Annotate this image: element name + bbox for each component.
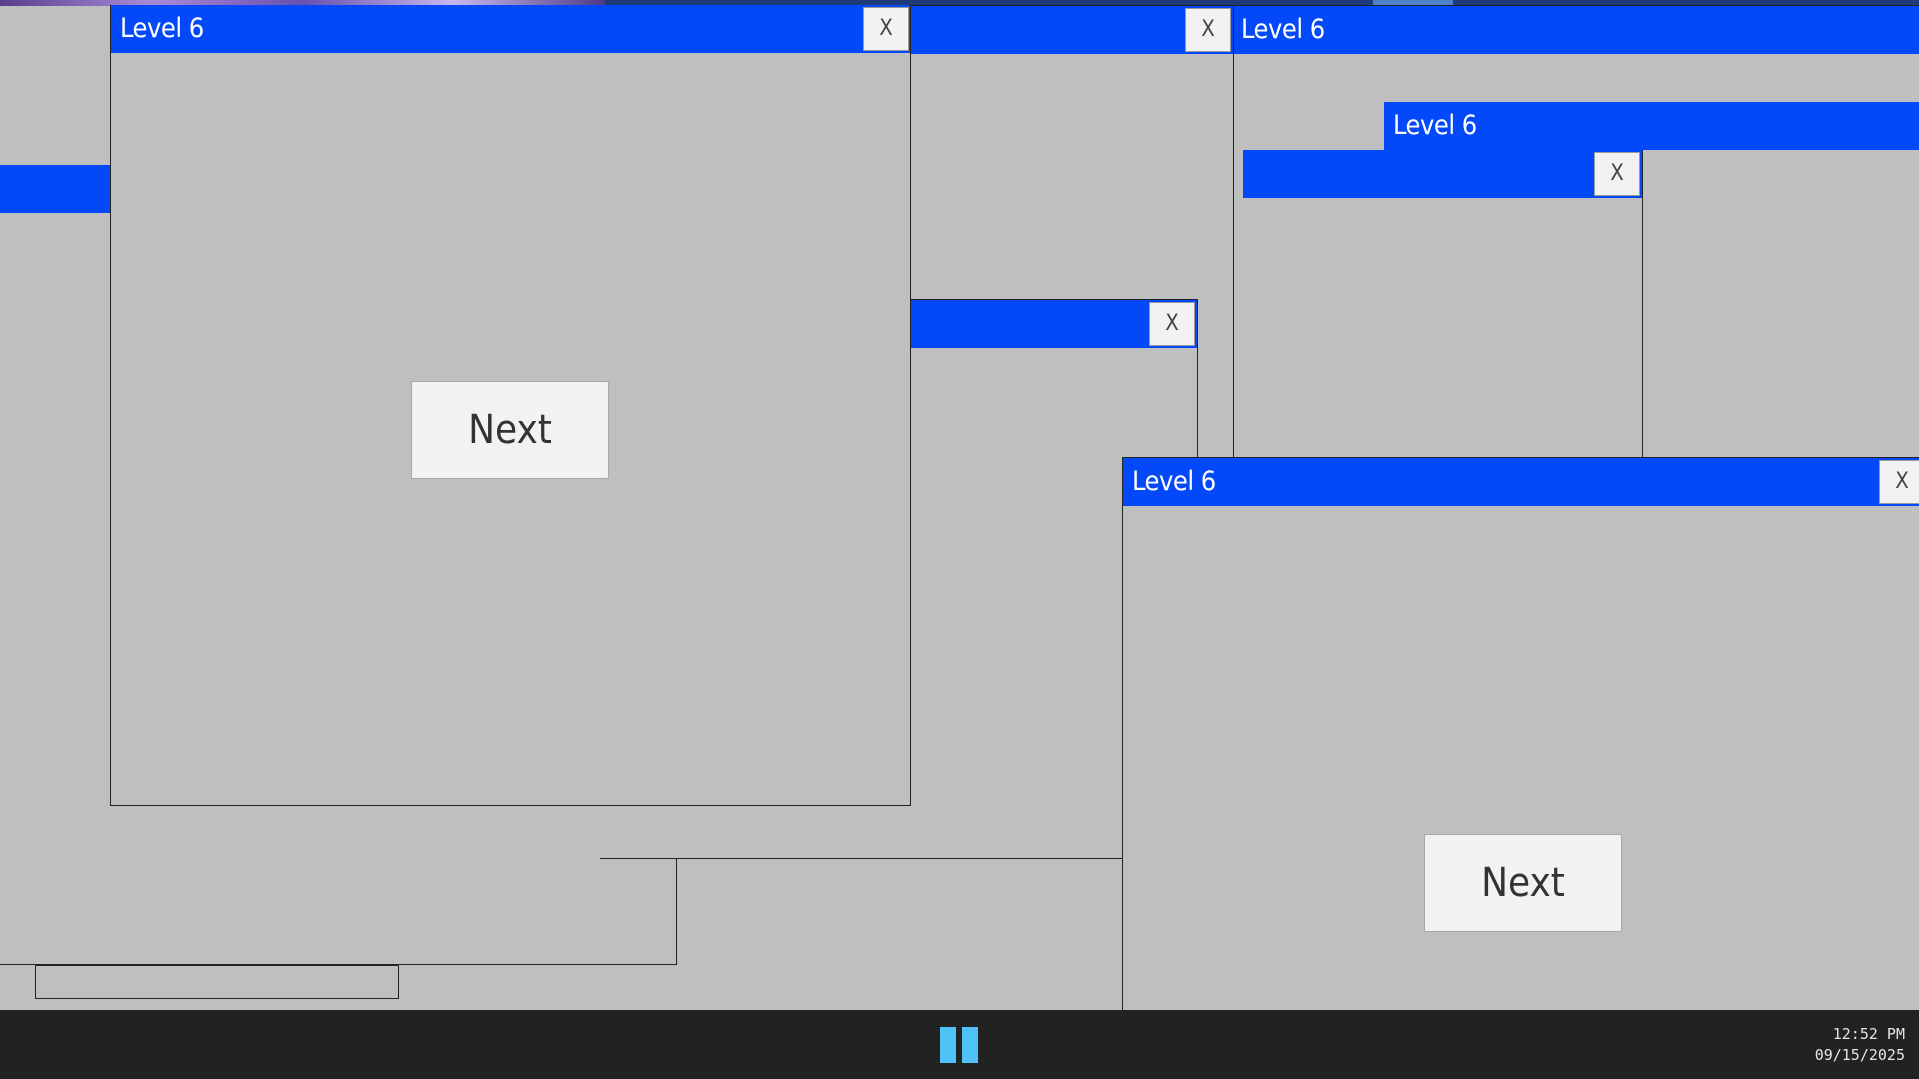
close-button[interactable]: X (1149, 302, 1195, 346)
window-title: Level 6 (120, 13, 204, 44)
close-button[interactable]: X (1594, 152, 1640, 196)
window-title: Level 6 (1241, 14, 1325, 45)
wallpaper-art (0, 0, 605, 6)
desktop-wallpaper (0, 0, 1919, 6)
window-titlebar[interactable]: Level 6 X (111, 5, 910, 53)
next-button[interactable]: Next (411, 381, 609, 479)
window-title: Level 6 (1132, 466, 1216, 497)
close-button[interactable]: X (863, 7, 909, 51)
window-titlebar[interactable]: Level 6 X (1123, 458, 1919, 506)
level-window: Level 6 X Next (110, 5, 911, 806)
window-title: Level 6 (1393, 110, 1477, 141)
clock-time: 12:52 PM (1832, 1025, 1905, 1043)
close-button[interactable]: X (1185, 8, 1231, 52)
close-button[interactable]: X (1879, 460, 1919, 504)
window-titlebar[interactable]: Level 6 (1234, 6, 1919, 54)
pause-icon[interactable] (940, 1027, 980, 1063)
window-titlebar[interactable]: Level 6 (1384, 102, 1919, 150)
next-button[interactable]: Next (1424, 834, 1622, 932)
window-titlebar[interactable]: X (1243, 150, 1642, 198)
wallpaper-art (1373, 0, 1453, 6)
taskbar: 12:52 PM 09/15/2025 (0, 1010, 1919, 1079)
background-window (35, 965, 399, 999)
clock-date: 09/15/2025 (1814, 1046, 1905, 1064)
level-window: Level 6 X Next (1122, 457, 1919, 1017)
level-window: X (1243, 150, 1643, 510)
system-clock: 12:52 PM 09/15/2025 (1815, 1024, 1905, 1066)
